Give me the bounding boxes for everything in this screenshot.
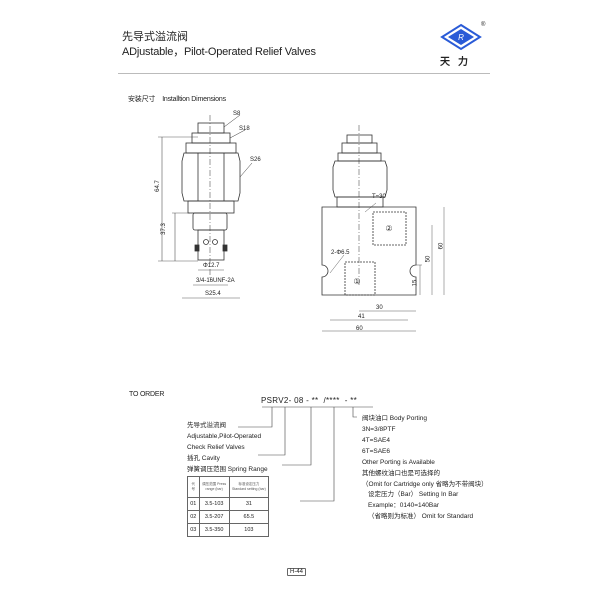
order-code: PSRV2- 08 - ** /**** - ** xyxy=(261,396,358,405)
diamond-logo-icon: R xyxy=(440,23,482,51)
page-title-en: ADjustable，Pilot-Operated Relief Valves xyxy=(122,46,316,58)
table-row: 02 3.5-207 65.5 xyxy=(187,510,270,524)
dim-w41: 41 xyxy=(358,314,365,320)
setting-block: 设定压力（Bar） Setting In Bar Example：0140=14… xyxy=(368,491,474,520)
svg-text:①: ① xyxy=(353,277,360,286)
body-porting-block: 阀块油口 Body Porting 3N=3/8PTF 4T=SAE4 6T=S… xyxy=(362,415,488,488)
cartridge-drawing xyxy=(158,114,253,299)
table-header-row: 代号 调压范围 Press range (bar) 标准设定压力 Standar… xyxy=(187,476,270,498)
table-row: 03 3.5-350 103 xyxy=(187,523,270,537)
spring-range-table: 代号 调压范围 Press range (bar) 标准设定压力 Standar… xyxy=(187,476,270,537)
dim-s18: S18 xyxy=(239,126,250,132)
valve-block-drawing: ② ① xyxy=(321,125,445,332)
page-number: H-44 xyxy=(287,568,307,576)
installation-heading: 安装尺寸 Installtion Dimensions xyxy=(128,96,226,103)
to-order-heading: TO ORDER xyxy=(129,391,165,398)
order-left-labels: 先导式溢流阀 Adjustable,Pilot-Operated Check R… xyxy=(187,422,268,473)
svg-text:②: ② xyxy=(385,224,392,233)
dim-thread: 3/4-16UNF-2A xyxy=(196,278,235,284)
dim-w60: 60 xyxy=(356,326,363,332)
header-divider xyxy=(118,73,490,74)
dim-s8: S8 xyxy=(233,111,241,117)
dim-w30: 30 xyxy=(376,305,383,311)
table-row: 01 3.5-103 31 xyxy=(187,497,270,511)
page-title-cn: 先导式溢流阀 xyxy=(122,31,188,43)
dim-diameter: Φ12.7 xyxy=(203,263,220,269)
svg-text:R: R xyxy=(458,33,464,42)
dim-s26: S26 xyxy=(250,157,261,163)
dim-width: S25.4 xyxy=(205,291,221,297)
registered-mark: ® xyxy=(481,22,486,28)
brand-name: 天力 xyxy=(440,57,476,68)
dim-holes: 2-Φ6.5 xyxy=(331,250,350,256)
brand-logo: R xyxy=(438,22,484,68)
dim-t30: T=30 xyxy=(372,194,386,200)
